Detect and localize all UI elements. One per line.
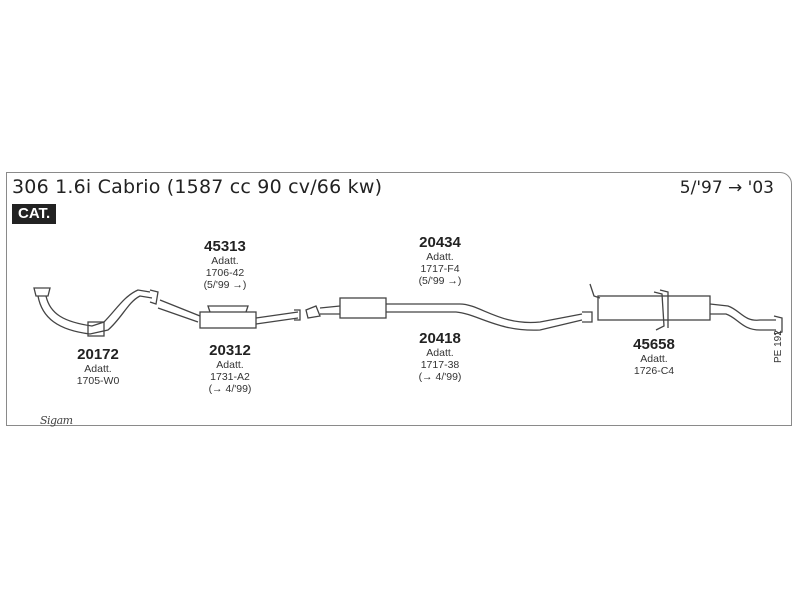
front-pipe-drawing xyxy=(33,287,159,337)
part-detail: 1726-C4 xyxy=(633,365,675,378)
part-label-20312: 20312 Adatt. 1731-A2 (→ 4/'99) xyxy=(190,342,270,395)
part-detail: (5/'99 →) xyxy=(203,279,247,292)
part-detail: Adatt. xyxy=(640,353,668,366)
vehicle-title: 306 1.6i Cabrio (1587 cc 90 cv/66 kw) xyxy=(12,176,383,198)
part-detail: 1717-38 xyxy=(420,359,460,372)
part-number: 20418 xyxy=(419,330,461,347)
part-label-20434: 20434 Adatt. 1717-F4 (5/'99 →) xyxy=(400,234,480,287)
part-number: 20172 xyxy=(77,346,119,363)
part-detail: Adatt. xyxy=(84,363,112,376)
part-detail: 1731-A2 xyxy=(210,371,250,384)
production-dates: 5/'97 → '03 xyxy=(679,178,774,198)
part-label-20418: 20418 Adatt. 1717-38 (→ 4/'99) xyxy=(400,330,480,383)
rear-muffler-drawing xyxy=(582,283,783,335)
center-muffler-drawing xyxy=(305,297,583,331)
part-detail: Adatt. xyxy=(426,347,454,360)
catalyst-drawing xyxy=(157,299,301,329)
part-detail: (→ 4/'99) xyxy=(208,383,252,396)
part-number: 45313 xyxy=(204,238,246,255)
part-detail: Adatt. xyxy=(216,359,244,372)
part-label-20172: 20172 Adatt. 1705-W0 xyxy=(58,346,138,387)
part-number: 20434 xyxy=(419,234,461,251)
part-detail: 1706-42 xyxy=(205,267,245,280)
part-label-45313: 45313 Adatt. 1706-42 (5/'99 →) xyxy=(185,238,265,291)
part-number: 45658 xyxy=(633,336,675,353)
part-label-45658: 45658 Adatt. 1726-C4 xyxy=(614,336,694,377)
part-detail: (5/'99 →) xyxy=(418,275,462,288)
diagram-frame xyxy=(6,172,792,426)
part-detail: Adatt. xyxy=(426,251,454,264)
part-detail: 1717-F4 xyxy=(420,263,460,276)
catalyst-badge: CAT. xyxy=(12,204,57,224)
page-code: PE 192 xyxy=(773,330,784,363)
part-detail: Adatt. xyxy=(211,255,239,268)
brand-logo: Sigam xyxy=(40,414,73,427)
part-detail: (→ 4/'99) xyxy=(418,371,462,384)
part-detail: 1705-W0 xyxy=(76,375,120,388)
part-number: 20312 xyxy=(209,342,251,359)
